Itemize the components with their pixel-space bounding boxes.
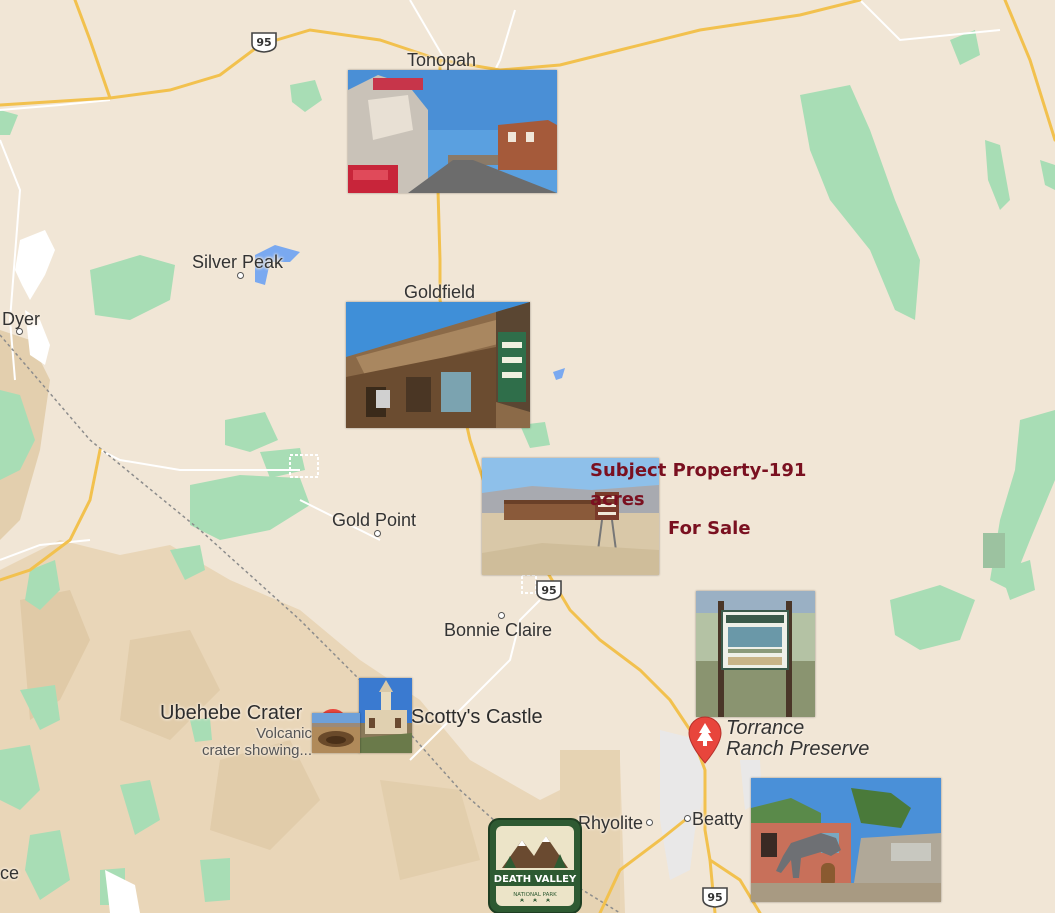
place-dot-silver-peak <box>237 272 244 279</box>
us-highway-shield-icon: 95 <box>536 580 562 601</box>
place-desc-ubehebe: Volcanic crater showing... <box>176 725 312 759</box>
place-dot-beatty <box>684 815 691 822</box>
us-highway-shield-icon: 95 <box>702 887 728 908</box>
us-highway-shield-icon: 95 <box>251 32 277 53</box>
ubehebe-desc-line1: Volcanic <box>256 725 312 742</box>
tree-pin-icon[interactable] <box>688 716 722 764</box>
place-dot-bonnie-claire <box>498 612 505 619</box>
photo-scottys-castle[interactable] <box>359 678 412 753</box>
photo-beatty-image <box>751 778 941 902</box>
subject-property-caption: Subject Property-191 acres For Sale <box>590 456 852 543</box>
torrance-label-line1: Torrance <box>726 717 805 739</box>
place-label-edge-left: ce <box>0 863 20 883</box>
photo-scottys-castle-image <box>359 678 412 753</box>
photo-torrance-ranch-sign[interactable] <box>696 591 815 717</box>
photo-torrance-image <box>696 591 815 717</box>
photo-ubehebe-crater[interactable] <box>312 713 360 753</box>
place-label-bonnie-claire[interactable]: Bonnie Claire <box>444 620 553 640</box>
photo-tonopah-image <box>348 70 557 193</box>
place-label-rhyolite[interactable]: Rhyolite <box>578 813 644 833</box>
shield-number: 95 <box>541 584 556 597</box>
photo-tonopah-street[interactable] <box>348 70 557 193</box>
photo-beatty-horse-statue[interactable] <box>751 778 941 902</box>
ubehebe-desc-line2: crater showing... <box>201 742 312 759</box>
place-label-torrance-ranch-preserve[interactable]: Torrance Ranch Preserve <box>726 718 869 760</box>
place-label-silver-peak[interactable]: Silver Peak <box>192 252 284 272</box>
place-label-ubehebe-crater[interactable]: Ubehebe Crater <box>160 702 303 724</box>
shield-number: 95 <box>707 891 722 904</box>
caption-line1: Subject Property-191 acres <box>590 460 807 510</box>
place-dot-rhyolite <box>646 819 653 826</box>
place-label-tonopah[interactable]: Tonopah <box>407 50 477 70</box>
place-label-dyer[interactable]: Dyer <box>2 309 41 329</box>
place-label-scottys-castle[interactable]: Scotty's Castle <box>411 706 543 728</box>
photo-ubehebe-image <box>312 713 360 753</box>
place-label-beatty[interactable]: Beatty <box>692 809 744 829</box>
place-dot-gold-point <box>374 530 381 537</box>
badge-title: DEATH VALLEY <box>494 874 577 885</box>
photo-goldfield-image <box>346 302 530 428</box>
shield-number: 95 <box>256 36 271 49</box>
caption-line2: For Sale <box>668 518 751 539</box>
photo-subject-property-image <box>482 458 659 575</box>
place-label-goldfield[interactable]: Goldfield <box>404 282 476 302</box>
photo-subject-property[interactable] <box>482 458 659 575</box>
death-valley-national-park-badge[interactable]: DEATH VALLEY NATIONAL PARK <box>488 818 582 913</box>
photo-goldfield-storefront[interactable] <box>346 302 530 428</box>
place-label-gold-point[interactable]: Gold Point <box>332 510 417 530</box>
place-dot-dyer <box>16 328 23 335</box>
badge-subtitle: NATIONAL PARK <box>513 892 557 898</box>
torrance-label-line2: Ranch Preserve <box>726 738 870 760</box>
